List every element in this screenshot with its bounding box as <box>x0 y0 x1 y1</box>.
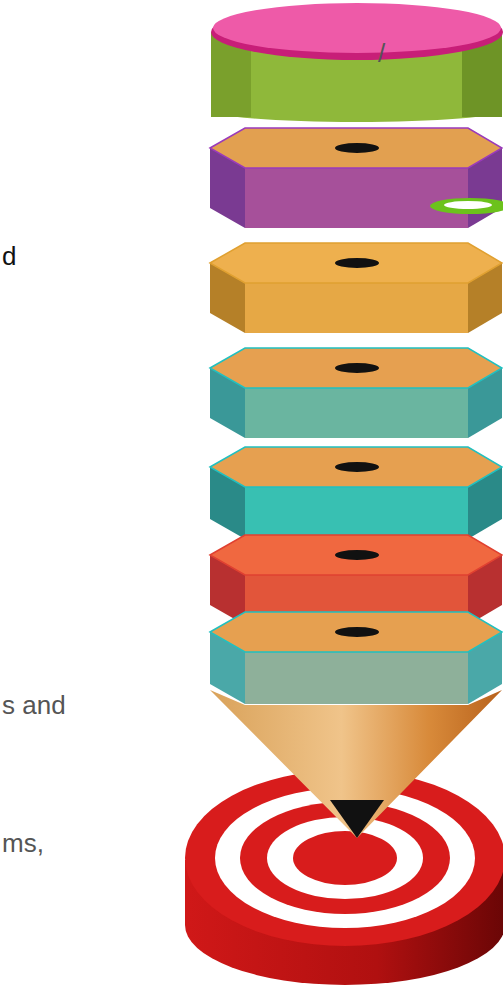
text-fragment: / <box>378 38 385 68</box>
text-fragment: d <box>2 241 16 271</box>
pencil-tip <box>210 690 502 838</box>
target-board <box>185 770 503 985</box>
green-ring <box>430 198 503 214</box>
pencil-segments <box>210 128 502 704</box>
text-fragment: ms, <box>2 828 44 858</box>
pencil-eraser <box>211 3 503 122</box>
text-fragment: s and <box>2 690 66 720</box>
